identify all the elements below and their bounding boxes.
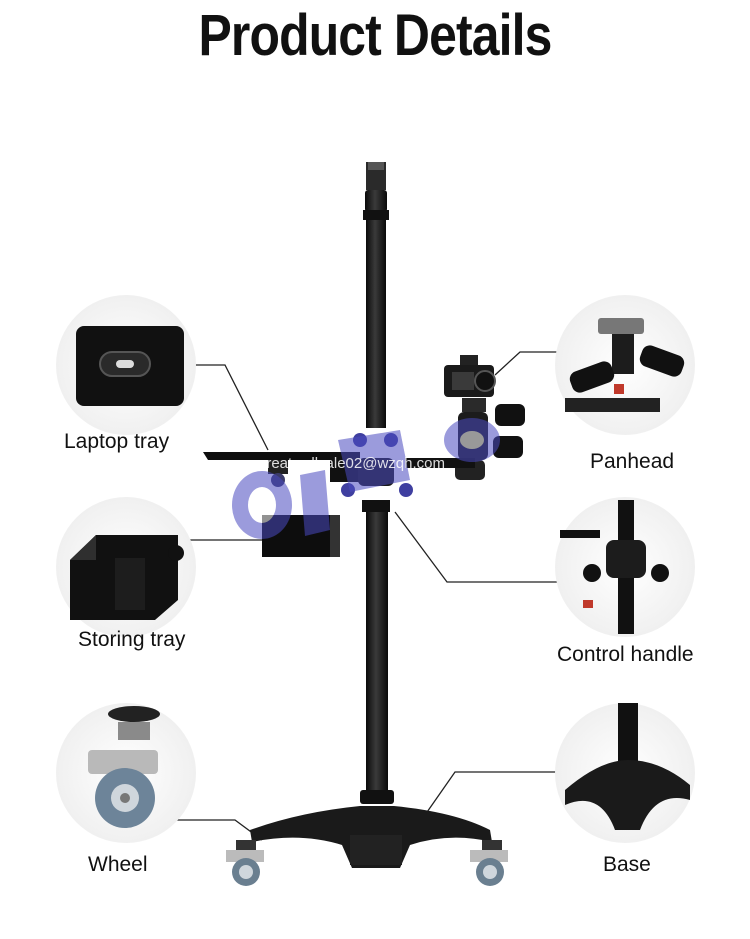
wheel-detail (56, 703, 196, 843)
callout-lines (170, 351, 557, 841)
label-panhead: Panhead (590, 450, 675, 473)
base-detail (555, 703, 695, 843)
label-storing-tray: Storing tray (78, 628, 186, 651)
wheel-right (470, 840, 508, 886)
label-laptop-tray: Laptop tray (64, 430, 170, 453)
storing-tray-detail (56, 497, 196, 637)
wheel-left (226, 840, 264, 886)
panhead-detail (555, 295, 695, 435)
control-handle-detail (555, 497, 695, 637)
laptop-tray-detail (56, 295, 196, 435)
email-watermark: greatwallsale02@wzqh.com (258, 455, 445, 472)
page-title: Product Details (198, 3, 553, 68)
label-control-handle: Control handle (557, 643, 694, 666)
light-stand (203, 162, 525, 886)
logo-watermark (232, 418, 500, 539)
label-wheel: Wheel (88, 853, 148, 876)
label-base: Base (603, 853, 651, 876)
